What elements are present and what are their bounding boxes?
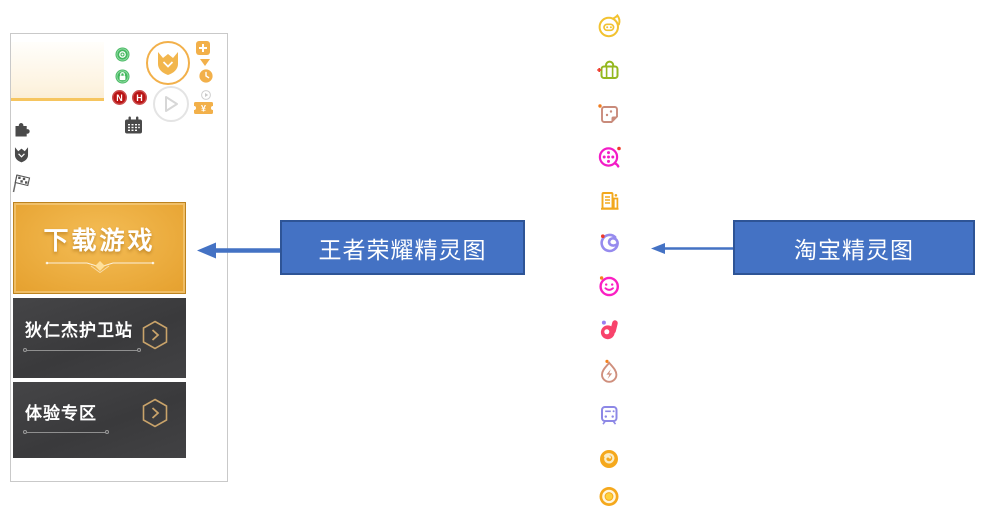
dropdown-triangle-icon[interactable] — [200, 59, 210, 66]
honor-sprite-callout: 王者荣耀精灵图 — [280, 220, 525, 275]
water-drop-bolt-icon[interactable] — [595, 358, 623, 386]
smiley-icon[interactable] — [595, 272, 623, 300]
note-page-icon[interactable] — [595, 100, 623, 128]
panel-arrow-icon[interactable] — [141, 320, 169, 350]
direnjie-guard-label: 狄仁杰护卫站 — [25, 321, 133, 340]
panel-ornament-line — [23, 348, 141, 352]
coin-pattern-icon[interactable] — [595, 446, 623, 474]
lock-icon[interactable] — [115, 69, 130, 89]
nav-highlight-block — [11, 42, 104, 101]
honor-annotation-arrow — [197, 242, 281, 259]
n-badge[interactable]: N — [112, 90, 127, 105]
svg-text:¥: ¥ — [201, 103, 206, 113]
coin-ring-icon[interactable] — [595, 483, 623, 508]
calendar-icon[interactable] — [124, 116, 143, 140]
panel-arrow-icon[interactable] — [141, 398, 169, 428]
play-icon[interactable] — [153, 86, 189, 122]
puzzle-icon[interactable] — [14, 120, 31, 142]
train-icon[interactable] — [595, 401, 623, 429]
download-game-label: 下载游戏 — [43, 227, 156, 255]
taobao-sprite-callout: 淘宝精灵图 — [733, 220, 975, 275]
direnjie-guard-panel[interactable]: 狄仁杰护卫站 — [13, 298, 186, 378]
ledger-icon[interactable] — [595, 187, 623, 215]
mini-play-icon[interactable] — [201, 87, 211, 105]
checkered-flag-icon[interactable] — [11, 172, 32, 198]
swirl-icon[interactable] — [595, 229, 623, 257]
download-game-button[interactable]: 下载游戏 — [13, 202, 186, 294]
taobao-annotation-arrow — [651, 243, 734, 254]
panel-ornament-line — [23, 430, 109, 434]
plus-icon[interactable] — [196, 41, 210, 55]
d-logo-icon[interactable] — [595, 315, 623, 343]
record-icon[interactable] — [115, 47, 130, 67]
experience-zone-panel[interactable]: 体验专区 — [13, 382, 186, 458]
fliggy-pig-icon[interactable] — [595, 13, 623, 41]
grocery-bag-icon[interactable] — [595, 57, 623, 85]
ticket-icon[interactable]: ¥ — [192, 101, 215, 120]
experience-zone-label: 体验专区 — [25, 404, 97, 423]
h-badge[interactable]: H — [132, 90, 147, 105]
honor-of-kings-sprite: N H — [10, 33, 228, 482]
film-reel-icon[interactable] — [595, 143, 623, 171]
button-ornament — [45, 261, 154, 274]
clock-icon[interactable] — [199, 69, 213, 88]
helmet-icon[interactable] — [13, 146, 30, 168]
helmet-logo — [146, 41, 190, 85]
